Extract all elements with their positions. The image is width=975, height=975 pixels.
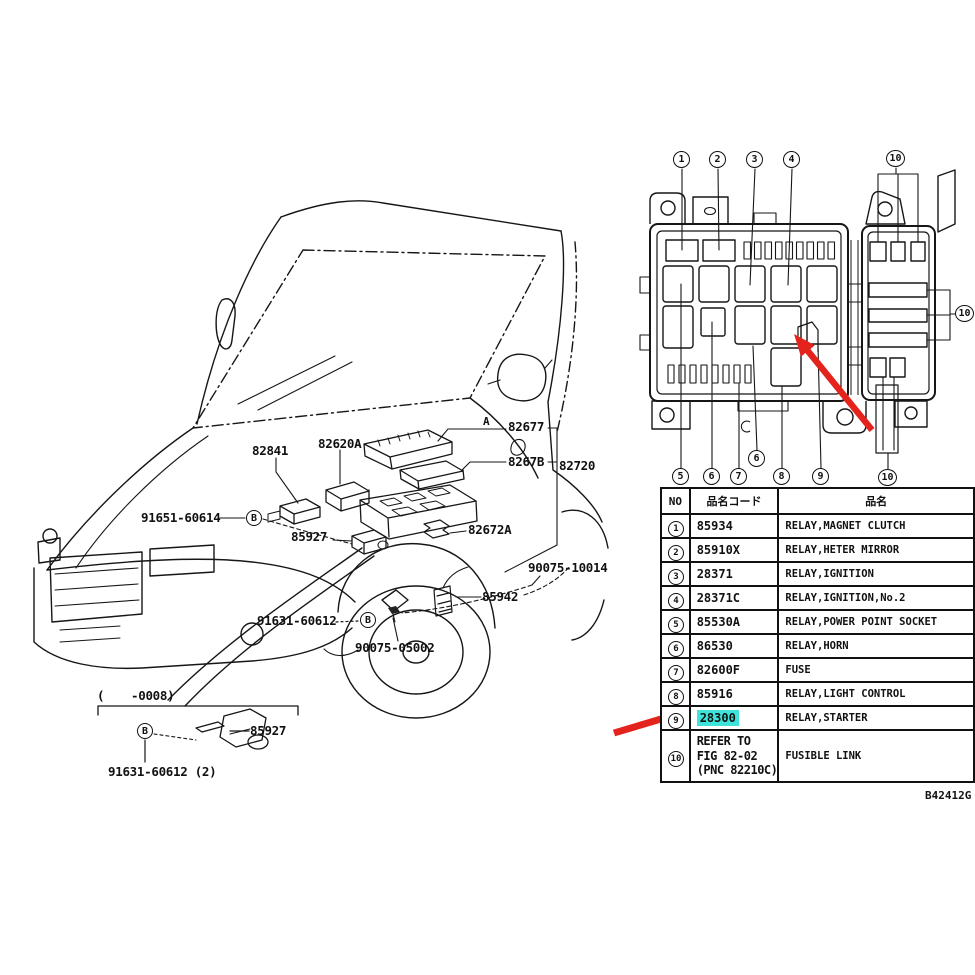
row-number-badge: 5 (668, 616, 684, 632)
label-85927-inset: 85927 (250, 723, 287, 738)
table-header-row: NO 品名コード 品名 (660, 487, 975, 515)
part-name: RELAY,HORN (777, 633, 975, 659)
part-name: RELAY,IGNITION (777, 561, 975, 587)
callout-2: 2 (709, 151, 726, 168)
callout-6: 6 (703, 468, 720, 485)
callout-1: 1 (673, 151, 690, 168)
table-row: 1 85934 RELAY,MAGNET CLUTCH (660, 513, 975, 539)
table-row: 8 85916 RELAY,LIGHT CONTROL (660, 681, 975, 707)
callout-8: 8 (773, 468, 790, 485)
part-name: RELAY,IGNITION,No.2 (777, 585, 975, 611)
row-number-badge: 9 (668, 712, 684, 728)
row-number-badge: 10 (668, 750, 684, 767)
figure-code: B42412G (925, 789, 972, 802)
table-row-highlighted: 9 28300 RELAY,STARTER (660, 705, 975, 731)
label-82677: 82677 (508, 419, 545, 434)
part-code: 85916 (688, 681, 780, 707)
table-row: 7 82600F FUSE (660, 657, 975, 683)
callout-6-raised: 6 (748, 450, 765, 467)
part-code: 85910X (688, 537, 780, 563)
part-code: 28371C (688, 585, 780, 611)
callout-10-top: 10 (886, 150, 905, 167)
row-number-badge: 8 (668, 688, 684, 704)
row-number-badge: 3 (668, 568, 684, 584)
row-number-badge: 2 (668, 544, 684, 560)
part-name: RELAY,POWER POINT SOCKET (777, 609, 975, 635)
part-code-note: REFER TO FIG 82-02 (PNC 82210C) (688, 729, 780, 783)
callout-10-right: 10 (955, 305, 974, 322)
table-row: 4 28371C RELAY,IGNITION,No.2 (660, 585, 975, 611)
label-90075-05002: 90075-05002 (355, 640, 435, 655)
label-85942: 85942 (482, 589, 519, 604)
red-arrow-relaybox (794, 334, 875, 432)
label-90075-10014: 90075-10014 (528, 560, 608, 575)
part-name: RELAY,HETER MIRROR (777, 537, 975, 563)
table-row: 6 86530 RELAY,HORN (660, 633, 975, 659)
label-91631-60612-qty: 91631-60612 (2) (108, 764, 217, 779)
label-82841: 82841 (252, 443, 289, 458)
callout-7: 7 (730, 468, 747, 485)
callout-9: 9 (812, 468, 829, 485)
header-no: NO (660, 487, 691, 515)
callout-5: 5 (672, 468, 689, 485)
bolt-marker-b-2: B (360, 612, 376, 628)
part-code: 85934 (688, 513, 780, 539)
part-name: FUSIBLE LINK (777, 729, 975, 783)
parts-table: NO 品名コード 品名 1 85934 RELAY,MAGNET CLUTCH … (660, 487, 975, 783)
callout-4: 4 (783, 151, 800, 168)
label-8267b: 8267B (508, 454, 545, 469)
row-number-badge: 7 (668, 664, 684, 680)
table-row: 2 85910X RELAY,HETER MIRROR (660, 537, 975, 563)
label-82720: 82720 (559, 458, 596, 473)
leader-lines (219, 427, 571, 657)
callout-10-bottom: 10 (878, 469, 897, 486)
header-name: 品名 (777, 487, 975, 515)
table-row: 3 28371 RELAY,IGNITION (660, 561, 975, 587)
part-name: FUSE (777, 657, 975, 683)
part-name: RELAY,STARTER (777, 705, 975, 731)
row-number-badge: 1 (668, 520, 684, 536)
inset-range: -0008) (131, 688, 175, 703)
relay-box-figure (639, 169, 956, 454)
label-91651-60614: 91651-60614 (141, 510, 221, 525)
label-view-a: A (483, 415, 490, 428)
inset-drawing (97, 705, 299, 763)
highlighted-part-code: 28300 (696, 710, 739, 726)
label-82672a: 82672A (468, 522, 512, 537)
part-code: 86530 (688, 633, 780, 659)
part-code: 85530A (688, 609, 780, 635)
row-number-badge: 6 (668, 640, 684, 656)
part-code: 28371 (688, 561, 780, 587)
callout-3: 3 (746, 151, 763, 168)
part-code: 82600F (688, 657, 780, 683)
label-85927-engine: 85927 (291, 529, 328, 544)
label-82620a: 82620A (318, 436, 362, 451)
callout-leaders (680, 167, 957, 470)
row-number-badge: 4 (668, 592, 684, 608)
header-code: 品名コード (688, 487, 780, 515)
bolt-marker-b-3: B (137, 723, 153, 739)
part-name: RELAY,MAGNET CLUTCH (777, 513, 975, 539)
label-91631-60612: 91631-60612 (257, 613, 337, 628)
bolt-marker-b-1: B (246, 510, 262, 526)
inset-paren: ( (97, 688, 105, 703)
vehicle-outline (33, 200, 609, 719)
part-name: RELAY,LIGHT CONTROL (777, 681, 975, 707)
table-row: 10 REFER TO FIG 82-02 (PNC 82210C) FUSIB… (660, 729, 975, 783)
table-row: 5 85530A RELAY,POWER POINT SOCKET (660, 609, 975, 635)
